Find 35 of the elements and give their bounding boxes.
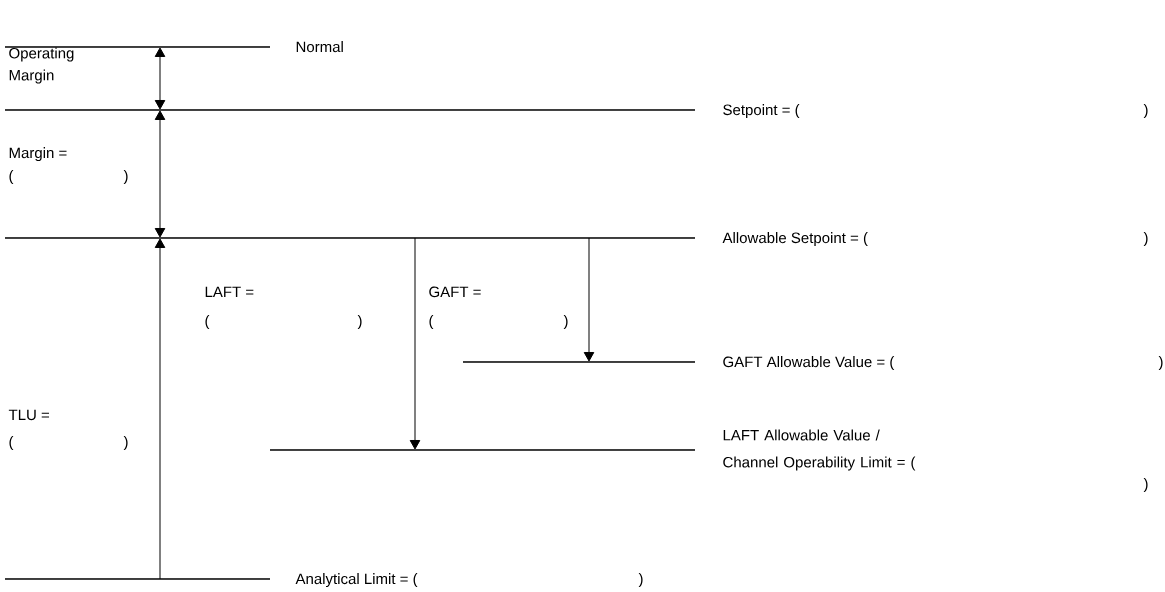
margin-label: Margin =: [9, 147, 67, 162]
margin-label: (: [9, 170, 14, 185]
margin-label: (: [9, 436, 14, 451]
arrow: [583, 237, 595, 362]
margin-label: ): [123, 170, 128, 185]
margin-label: GAFT =: [429, 286, 481, 298]
margin-label: (: [205, 315, 210, 330]
level-label: Setpoint = (: [723, 104, 800, 119]
margin-label: TLU =: [8, 409, 49, 421]
margin-label: ): [1143, 478, 1148, 493]
margin-label: ): [1143, 232, 1148, 247]
level-line: [462, 361, 696, 363]
level-line: [269, 449, 696, 451]
margin-label: ): [638, 573, 643, 588]
margin-label: ): [123, 436, 128, 451]
level-label: LAFT Allowable Value / Channel Operability Limit = (: [723, 429, 916, 471]
arrow: [154, 238, 166, 580]
margin-label: ): [1158, 356, 1163, 371]
margin-label: LAFT =: [205, 286, 254, 297]
level-label: Normal: [296, 41, 343, 53]
margin-label: (: [429, 315, 434, 330]
level-line: [4, 578, 271, 580]
level-line: [4, 237, 696, 239]
level-label: Allowable Setpoint = (: [722, 232, 868, 247]
margin-label: ): [563, 315, 568, 330]
margin-label: Operating Margin: [9, 47, 74, 84]
level-label: GAFT Allowable Value = (: [723, 356, 895, 371]
margin-label: ): [1143, 104, 1148, 119]
level-label: Analytical Limit = (: [295, 573, 418, 588]
arrow: [154, 47, 166, 110]
margin-label: ): [357, 315, 362, 330]
level-line: [4, 46, 271, 48]
arrow: [409, 237, 421, 450]
level-line: [4, 109, 696, 111]
arrow: [154, 110, 166, 238]
